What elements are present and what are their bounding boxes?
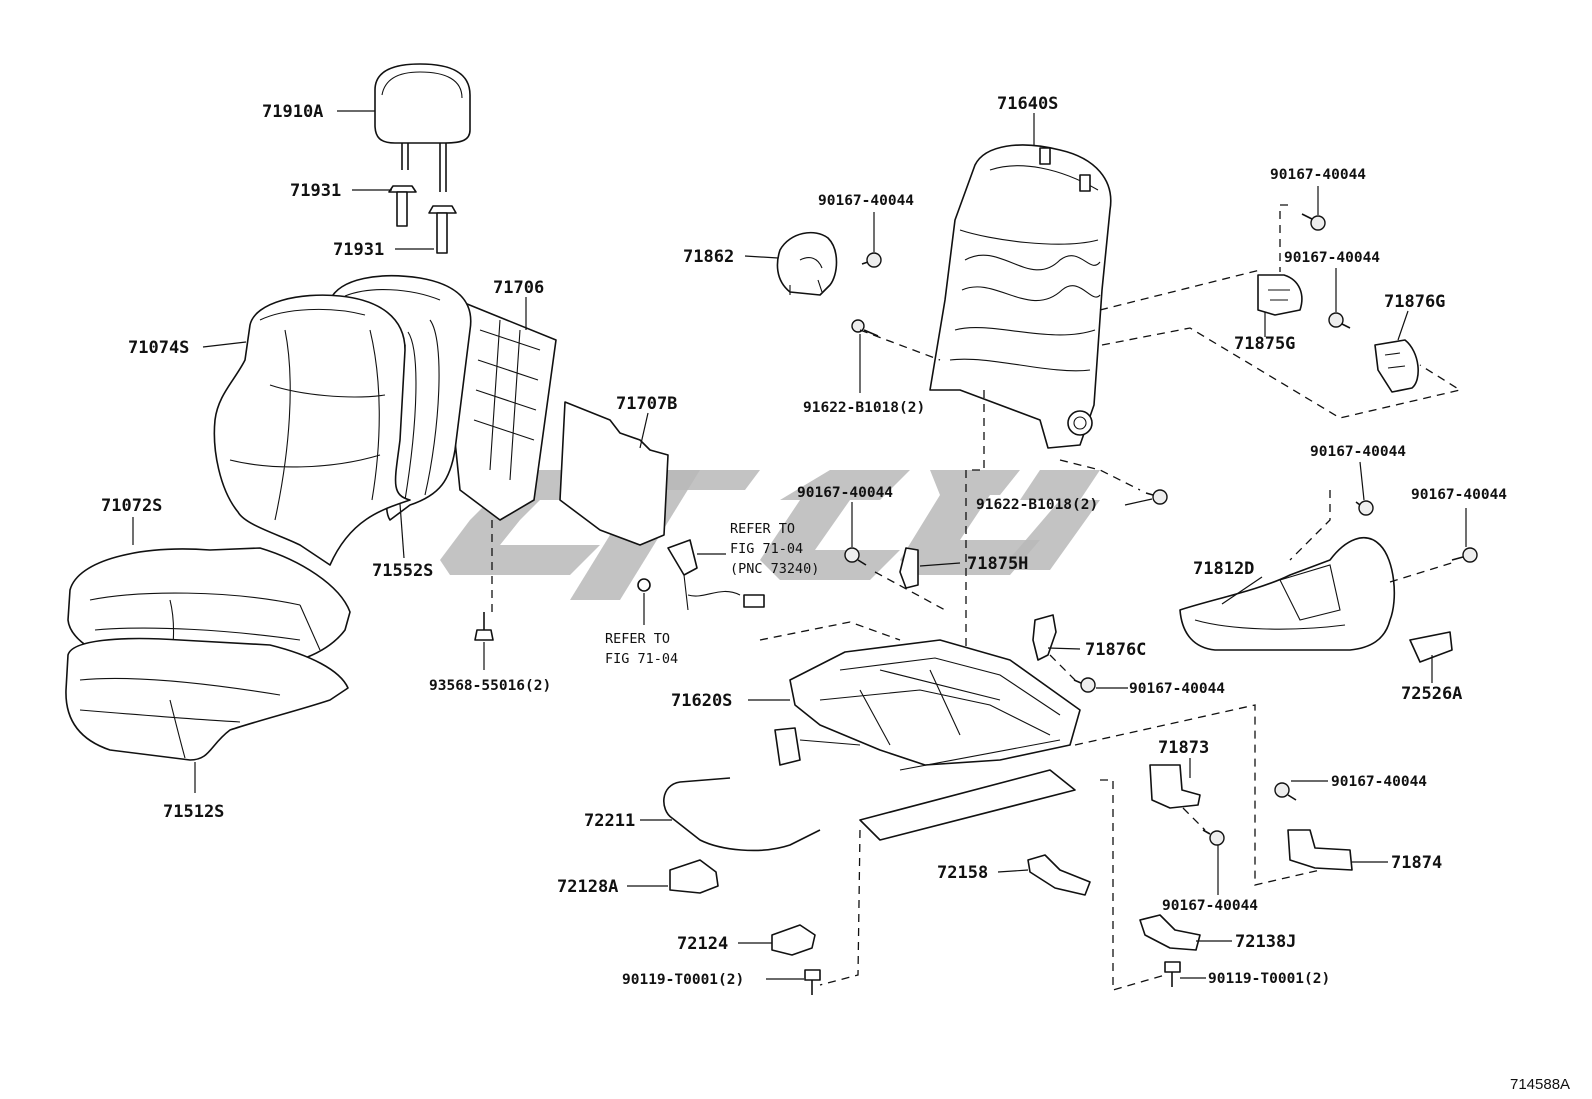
label-71910A[interactable]: 71910A bbox=[262, 102, 323, 122]
label-72211[interactable]: 72211 bbox=[584, 811, 635, 831]
screw-airbag bbox=[861, 252, 882, 268]
label-72124[interactable]: 72124 bbox=[677, 934, 728, 954]
label-72158[interactable]: 72158 bbox=[937, 863, 988, 883]
assembly-lines bbox=[491, 204, 1462, 991]
label-71875G[interactable]: 71875G bbox=[1234, 334, 1295, 354]
cover-71876C bbox=[1032, 614, 1057, 661]
note-line: FIG 71-04 bbox=[730, 541, 803, 557]
note-line: (PNC 73240) bbox=[730, 561, 819, 577]
screw-93568 bbox=[474, 612, 494, 641]
note-line: REFER TO bbox=[730, 521, 795, 537]
label-71862[interactable]: 71862 bbox=[683, 247, 734, 267]
recliner-knob bbox=[1409, 631, 1453, 663]
label-71072S[interactable]: 71072S bbox=[101, 496, 162, 516]
label-91622-lower[interactable]: 91622-B1018(2) bbox=[976, 497, 1098, 513]
figure-id: 714588A bbox=[1510, 1076, 1570, 1093]
seatback-cover bbox=[213, 294, 411, 566]
label-71873[interactable]: 71873 bbox=[1158, 738, 1209, 758]
label-71707B[interactable]: 71707B bbox=[616, 394, 677, 414]
label-71620S[interactable]: 71620S bbox=[671, 691, 732, 711]
screw-90119-left bbox=[804, 969, 821, 995]
label-71640S[interactable]: 71640S bbox=[997, 94, 1058, 114]
label-90167-71873[interactable]: 90167-40044 bbox=[1162, 898, 1258, 914]
seat-cushion-pad bbox=[65, 637, 349, 761]
cover-72158 bbox=[1027, 854, 1091, 896]
screw-71875g bbox=[1301, 213, 1326, 231]
label-71876C[interactable]: 71876C bbox=[1085, 640, 1146, 660]
reference-note-buckle: REFER TO FIG 71-04 (PNC 73240) bbox=[730, 521, 819, 577]
label-90167-71875h[interactable]: 90167-40044 bbox=[797, 485, 893, 501]
bracket-71874 bbox=[1287, 829, 1353, 871]
label-71931-a[interactable]: 71931 bbox=[290, 181, 341, 201]
cover-72128A bbox=[669, 859, 719, 894]
note-line: FIG 71-04 bbox=[605, 651, 678, 667]
cover-71875H bbox=[899, 547, 919, 589]
screw-71812d-right bbox=[1451, 547, 1478, 563]
label-90167-71876g[interactable]: 90167-40044 bbox=[1284, 250, 1380, 266]
screw-71876c bbox=[1073, 677, 1096, 693]
seatback-board bbox=[439, 292, 557, 521]
screw-90119-right bbox=[1164, 961, 1181, 987]
bracket-71873 bbox=[1149, 764, 1201, 809]
label-90167-71812d-upper[interactable]: 90167-40044 bbox=[1310, 444, 1406, 460]
label-90167-71876c[interactable]: 90167-40044 bbox=[1129, 681, 1225, 697]
label-90167-71812d-right[interactable]: 90167-40044 bbox=[1411, 487, 1507, 503]
reference-note-cap: REFER TO FIG 71-04 bbox=[605, 631, 678, 667]
headrest-support bbox=[388, 185, 417, 227]
watermark-logo bbox=[440, 470, 1100, 600]
buckle-cap bbox=[637, 578, 651, 592]
label-72128A[interactable]: 72128A bbox=[557, 877, 618, 897]
label-71706[interactable]: 71706 bbox=[493, 278, 544, 298]
seatback-frame bbox=[929, 144, 1112, 449]
bolt-91622-lower bbox=[1145, 489, 1168, 505]
seat-cushion-frame bbox=[774, 639, 1081, 841]
label-71874[interactable]: 71874 bbox=[1391, 853, 1442, 873]
screw-71876g bbox=[1328, 312, 1351, 329]
label-90167-airbag[interactable]: 90167-40044 bbox=[818, 193, 914, 209]
cover-71876G bbox=[1374, 339, 1419, 393]
cover-72124 bbox=[771, 924, 816, 956]
seat-side-shield bbox=[1179, 536, 1396, 651]
screw-71874 bbox=[1274, 782, 1297, 801]
fasteners bbox=[474, 213, 1478, 995]
headrest-support-lock bbox=[428, 205, 457, 254]
leader-lines bbox=[132, 110, 1467, 980]
label-90119-left[interactable]: 90119-T0001(2) bbox=[622, 972, 744, 988]
screw-71873 bbox=[1202, 829, 1225, 846]
label-72526A[interactable]: 72526A bbox=[1401, 684, 1462, 704]
cover-72138J bbox=[1139, 914, 1201, 951]
note-line: REFER TO bbox=[605, 631, 670, 647]
label-72138J[interactable]: 72138J bbox=[1235, 932, 1296, 952]
label-71812D[interactable]: 71812D bbox=[1193, 559, 1254, 579]
label-93568-55016[interactable]: 93568-55016(2) bbox=[429, 678, 551, 694]
label-71931-b[interactable]: 71931 bbox=[333, 240, 384, 260]
side-airbag bbox=[776, 231, 838, 296]
label-71875H[interactable]: 71875H bbox=[967, 554, 1028, 574]
bolt-91622-upper bbox=[851, 319, 879, 337]
headrest bbox=[374, 63, 471, 192]
label-90167-71874[interactable]: 90167-40044 bbox=[1331, 774, 1427, 790]
label-71074S[interactable]: 71074S bbox=[128, 338, 189, 358]
label-90119-right[interactable]: 90119-T0001(2) bbox=[1208, 971, 1330, 987]
label-91622-upper[interactable]: 91622-B1018(2) bbox=[803, 400, 925, 416]
seatback-lower-pad bbox=[559, 401, 669, 546]
seatbelt-buckle bbox=[667, 539, 765, 611]
cover-71875G bbox=[1257, 274, 1303, 316]
label-71876G[interactable]: 71876G bbox=[1384, 292, 1445, 312]
label-71512S[interactable]: 71512S bbox=[163, 802, 224, 822]
screw-71812d-upper bbox=[1355, 500, 1374, 516]
adjuster-lever bbox=[663, 777, 821, 852]
label-71552S[interactable]: 71552S bbox=[372, 561, 433, 581]
screw-71875h bbox=[844, 547, 867, 566]
label-90167-71875g[interactable]: 90167-40044 bbox=[1270, 167, 1366, 183]
part-labels: 71910A 71931 71931 71706 71074S 71707B 7… bbox=[101, 94, 1507, 988]
